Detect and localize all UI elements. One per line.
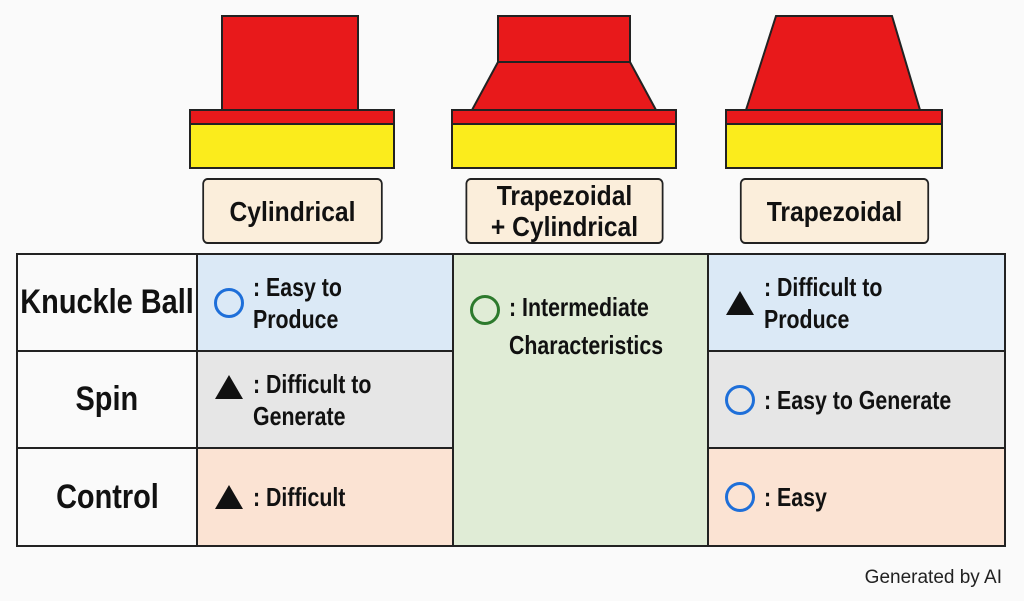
table-row-divider (707, 350, 1006, 352)
green-circle-icon (469, 294, 501, 326)
row-header-text: Control (55, 477, 159, 516)
generated-by-ai-footer: Generated by AI (864, 567, 1002, 588)
entry-text: : Difficult (253, 482, 346, 512)
entry-trap-control: : Easy (708, 448, 1005, 546)
table-border-top (16, 253, 1006, 255)
trapezoidal-cylindrical-shape (451, 15, 677, 169)
circle-icon (724, 384, 756, 416)
row-header-control: Control (17, 448, 197, 546)
triangle-icon (213, 373, 245, 401)
shape-label-trapezoidal-cylindrical: Trapezoidal + Cylindrical (465, 178, 664, 244)
entry-cyl-control: : Difficult (197, 448, 453, 546)
entry-text: : Easy to Produce (253, 271, 342, 334)
entry-text: : Easy to Generate (764, 384, 952, 415)
entry-text: : Easy (764, 482, 827, 512)
entry-trap-spin: : Easy to Generate (708, 351, 1005, 448)
table-row-divider (707, 447, 1006, 449)
table-border-bottom (16, 545, 1006, 547)
entry-cyl-spin: : Difficult to Generate (197, 351, 453, 448)
entry-cyl-knuckle: : Easy to Produce (197, 254, 453, 351)
entry-text: : Difficult to Produce (764, 271, 883, 334)
cell-bg-cyl-control (197, 448, 453, 546)
row-header-knuckle-ball: Knuckle Ball (17, 254, 197, 351)
cell-bg-trap-knuckle (708, 254, 1005, 351)
circle-icon (213, 287, 245, 319)
cell-bg-trap-control (708, 448, 1005, 546)
circle-icon (724, 481, 756, 513)
table-border-left (16, 253, 18, 547)
table-col-divider (707, 253, 709, 547)
triangle-icon (724, 289, 756, 317)
cylindrical-shape (189, 15, 395, 169)
table-col-divider (452, 253, 454, 547)
cell-bg-cyl-knuckle (197, 254, 453, 351)
cell-bg-trap-spin (708, 351, 1005, 448)
triangle-icon (213, 483, 245, 511)
table-row-divider (16, 350, 453, 352)
entry-text: : Difficult to Generate (253, 368, 372, 431)
trapezoidal-shape (725, 15, 943, 169)
shape-label-cylindrical: Cylindrical (202, 178, 383, 244)
table-row-divider (16, 447, 453, 449)
entry-text: : Intermediate Characteristics (509, 292, 664, 360)
entry-middle: : Intermediate Characteristics (453, 254, 708, 546)
entry-trap-knuckle: : Difficult to Produce (708, 254, 1005, 351)
row-header-text: Spin (75, 380, 139, 418)
table-col-divider (196, 253, 198, 547)
shape-label-trapezoidal: Trapezoidal (739, 178, 930, 244)
row-header-text: Knuckle Ball (20, 283, 194, 321)
table-border-right (1004, 253, 1006, 547)
row-header-spin: Spin (17, 351, 197, 448)
cell-bg-cyl-spin (197, 351, 453, 448)
